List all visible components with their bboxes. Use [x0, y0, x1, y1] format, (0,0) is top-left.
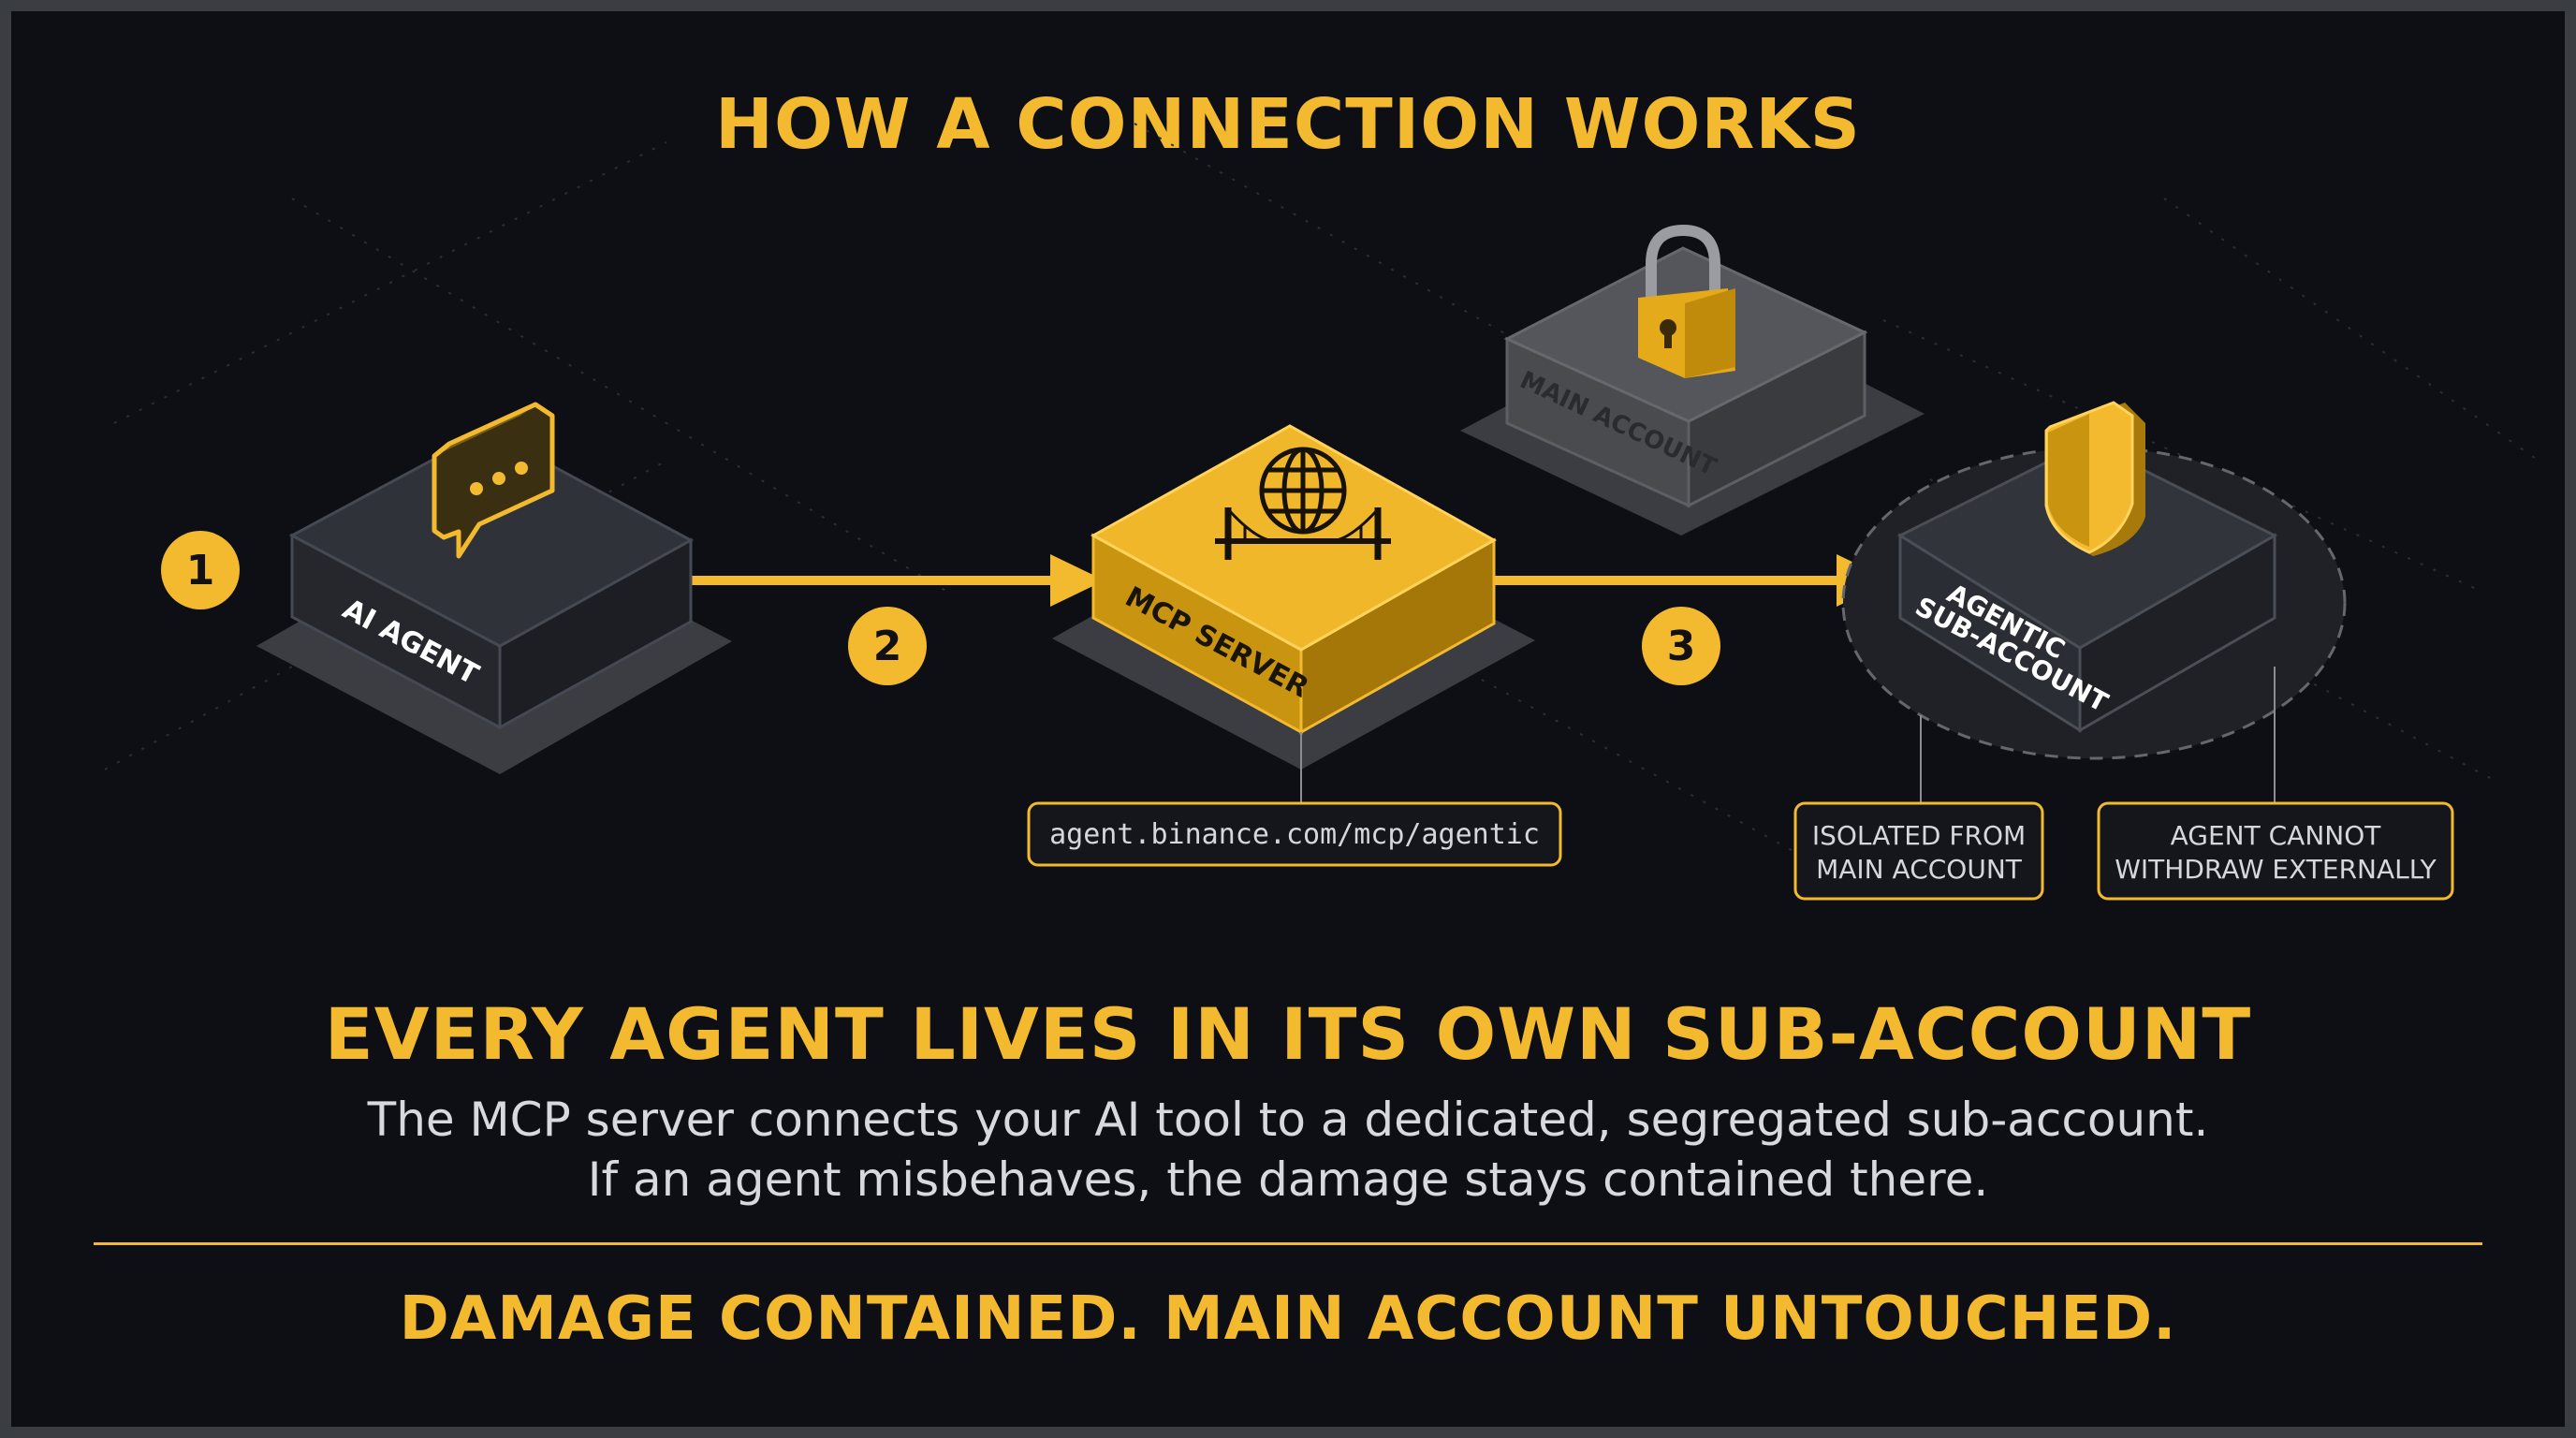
arrowhead-1 [1050, 554, 1105, 607]
isolated-line2: MAIN ACCOUNT [1816, 854, 2023, 885]
page-title: HOW A CONNECTION WORKS [715, 84, 1861, 165]
step-number-2: 2 [873, 623, 902, 670]
withdraw-line1: AGENT CANNOT [2171, 820, 2382, 851]
withdraw-callout: AGENT CANNOT WITHDRAW EXTERNALLY [2097, 801, 2454, 901]
mcp-server-top-face [1090, 424, 1498, 652]
summary-line-2: If an agent misbehaves, the damage stays… [587, 1152, 1989, 1207]
mcp-server-block: MCP SERVER [1052, 424, 1535, 803]
main-account-block: MAIN ACCOUNT [1460, 246, 1925, 536]
step-badge-3: 3 [1642, 607, 1720, 685]
summary-description: The MCP server connects your AI tool to … [11, 1090, 2565, 1210]
isolated-line1: ISOLATED FROM [1812, 820, 2026, 851]
globe-bridge-icon [1215, 447, 1391, 560]
ai-agent-top-face [288, 429, 695, 648]
summary-line-1: The MCP server connects your AI tool to … [367, 1093, 2209, 1147]
endpoint-callout: agent.binance.com/mcp/agentic [1027, 801, 1562, 867]
step-badge-1: 1 [161, 531, 240, 609]
step-number-1: 1 [186, 547, 215, 594]
chat-bubble-icon [432, 402, 555, 559]
ai-agent-block: AI AGENT [256, 429, 732, 774]
padlock-icon [1638, 224, 1735, 378]
footer-tagline: DAMAGE CONTAINED. MAIN ACCOUNT UNTOUCHED… [399, 1284, 2177, 1354]
endpoint-url: agent.binance.com/mcp/agentic [1049, 818, 1540, 851]
shield-icon [2044, 401, 2145, 556]
step-number-3: 3 [1667, 623, 1696, 670]
connection-diagram: AI AGENT MCP SERVER [104, 123, 2539, 902]
isolated-callout: ISOLATED FROM MAIN ACCOUNT [1793, 801, 2044, 901]
step-badge-2: 2 [848, 607, 927, 685]
withdraw-line2: WITHDRAW EXTERNALLY [2115, 854, 2437, 885]
infographic-frame: HOW A CONNECTION WORKS [11, 11, 2565, 1427]
summary-title: EVERY AGENT LIVES IN ITS OWN SUB-ACCOUNT [324, 992, 2252, 1076]
divider-rule [94, 1242, 2482, 1245]
sub-account-block: AGENTIC SUB-ACCOUNT [1841, 440, 2347, 803]
